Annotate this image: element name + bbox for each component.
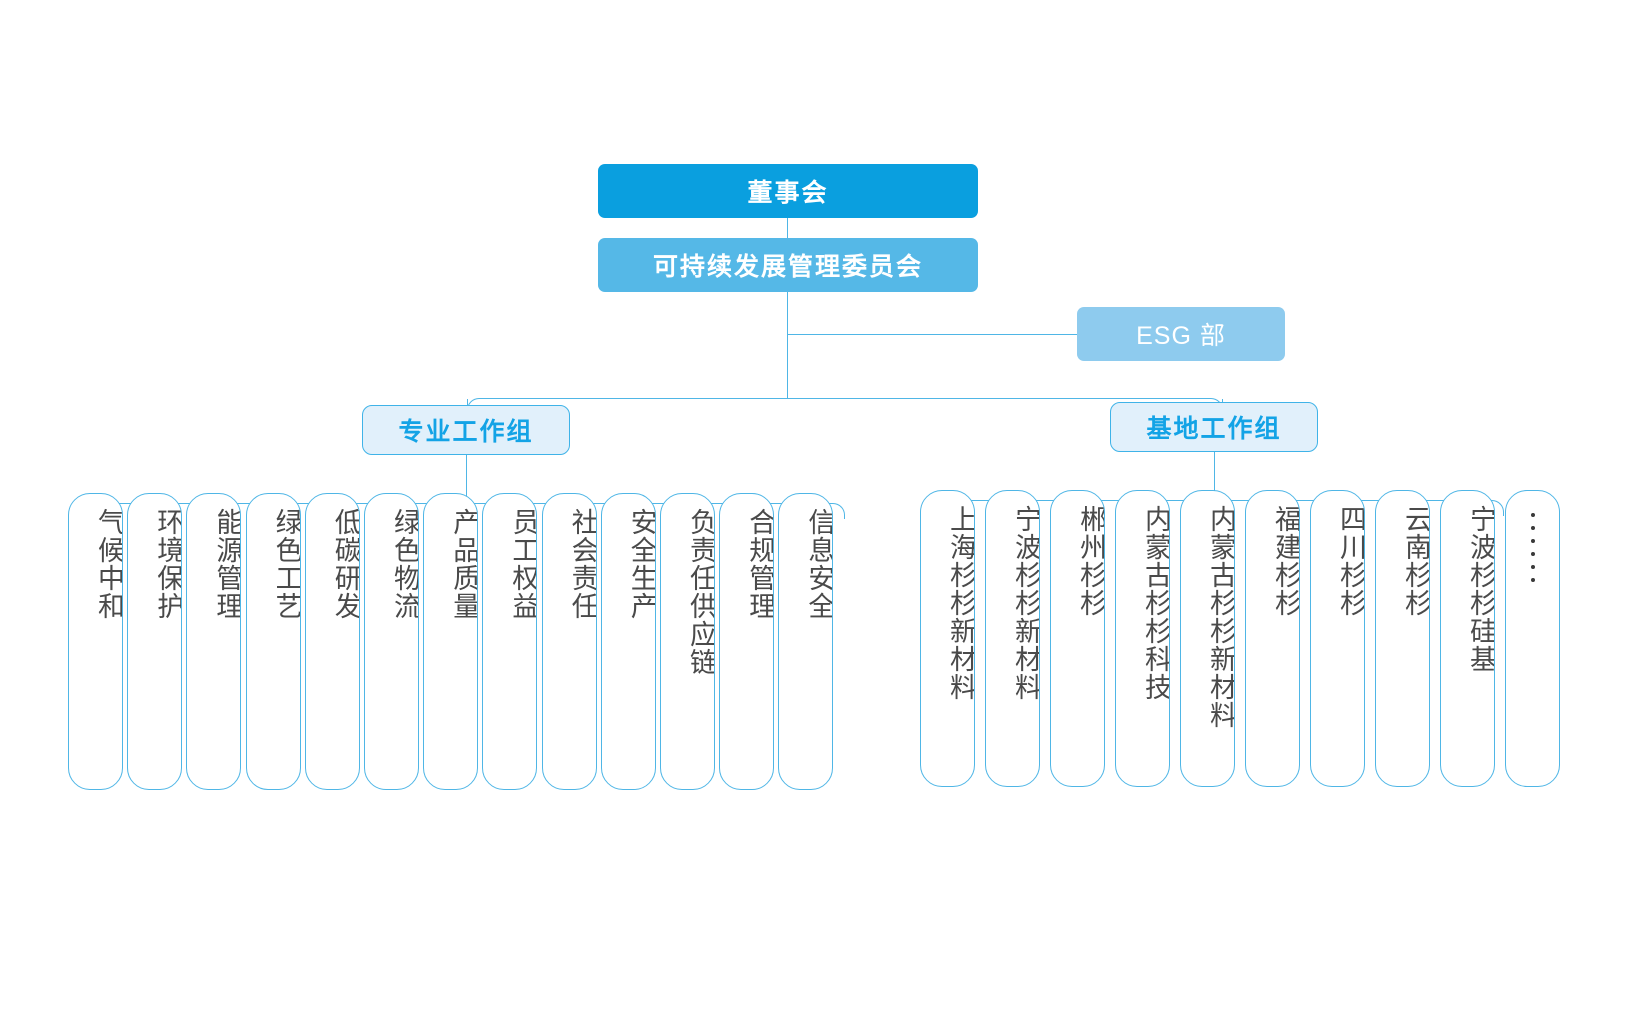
leaf-node-label: 郴州杉杉 <box>1076 505 1105 617</box>
leaf-node[interactable]: 福建杉杉 <box>1245 490 1300 787</box>
node-board-of-directors[interactable]: 董事会 <box>598 164 978 218</box>
leaf-node-label: 环境保护 <box>153 508 183 620</box>
leaf-node[interactable]: 合规管理 <box>719 493 775 790</box>
leaf-node[interactable]: 安全生产 <box>600 493 656 790</box>
leaf-node-label: 低碳研发 <box>330 508 360 620</box>
leaf-node-label: 上海杉杉新材料 <box>946 505 975 701</box>
connector-committee-trunk <box>787 292 788 399</box>
leaf-node-label: 内蒙古杉杉科技 <box>1141 505 1170 701</box>
leaf-node-label: 四川杉杉 <box>1336 505 1365 617</box>
node-professional-working-group[interactable]: 专业工作组 <box>362 405 570 455</box>
leaf-node[interactable]: 绿色工艺 <box>245 493 301 790</box>
connector-professional-group-stem <box>466 455 467 503</box>
ellipsis-dot <box>1530 539 1535 543</box>
ellipsis-dot <box>1530 552 1535 556</box>
leaf-node-label: 宁波杉杉硅基 <box>1466 505 1495 673</box>
leaf-node-label: 云南杉杉 <box>1401 505 1430 617</box>
leaf-node[interactable]: 信息安全 <box>778 493 834 790</box>
leaf-node-label: 产品质量 <box>449 508 479 620</box>
leaf-node-label: 负责任供应链 <box>686 508 715 676</box>
leaf-node[interactable]: 低碳研发 <box>304 493 360 790</box>
leaf-node-label: 安全生产 <box>626 508 656 620</box>
connector-base-group-stem <box>1214 452 1215 500</box>
leaf-node[interactable]: 郴州杉杉 <box>1050 490 1105 787</box>
leaf-node-label: 社会责任 <box>567 508 597 620</box>
ellipsis-dot <box>1530 578 1535 582</box>
connector-committee-to-esg <box>787 334 1078 335</box>
leaf-node[interactable]: 气候中和 <box>68 493 123 790</box>
leaf-node-label: 员工权益 <box>508 508 538 620</box>
ellipsis-dot <box>1530 513 1535 517</box>
leaf-node[interactable]: 社会责任 <box>541 493 597 790</box>
leaf-node-label: 信息安全 <box>804 508 834 620</box>
ellipsis-dot <box>1530 565 1535 569</box>
connector-drop-base-group <box>1222 399 1223 403</box>
node-base-working-group[interactable]: 基地工作组 <box>1110 402 1318 452</box>
leaf-node-label: 绿色物流 <box>390 508 419 620</box>
leaf-node[interactable]: 宁波杉杉硅基 <box>1440 490 1495 787</box>
leaf-node[interactable]: 产品质量 <box>423 493 479 790</box>
leaf-node[interactable]: 四川杉杉 <box>1310 490 1365 787</box>
leaf-node[interactable]: 云南杉杉 <box>1375 490 1430 787</box>
leaf-node-ellipsis[interactable] <box>1505 490 1560 787</box>
leaf-node[interactable]: 内蒙古杉杉新材料 <box>1180 490 1235 787</box>
leaf-node[interactable]: 员工权益 <box>482 493 538 790</box>
leaf-node-label: 宁波杉杉新材料 <box>1011 505 1040 701</box>
connector-drop-professional-group <box>467 399 468 406</box>
leaf-node-label: 绿色工艺 <box>271 508 301 620</box>
connector-board-to-committee <box>787 218 788 238</box>
leaf-node[interactable]: 环境保护 <box>127 493 183 790</box>
leaf-node-label: 内蒙古杉杉新材料 <box>1206 505 1235 729</box>
leaf-node[interactable]: 绿色物流 <box>364 493 419 790</box>
leaf-node[interactable]: 宁波杉杉新材料 <box>985 490 1040 787</box>
leaf-node-label <box>1506 513 1559 591</box>
leaf-node[interactable]: 负责任供应链 <box>660 493 715 790</box>
leaf-node[interactable]: 上海杉杉新材料 <box>920 490 975 787</box>
leaf-node[interactable]: 内蒙古杉杉科技 <box>1115 490 1170 787</box>
node-esg-department[interactable]: ESG 部 <box>1077 307 1285 361</box>
leaf-node-label: 合规管理 <box>745 508 775 620</box>
leaf-node-label: 福建杉杉 <box>1271 505 1300 617</box>
node-sustainability-committee[interactable]: 可持续发展管理委员会 <box>598 238 978 292</box>
leaf-node-label: 气候中和 <box>94 508 123 620</box>
leaf-node[interactable]: 能源管理 <box>186 493 242 790</box>
ellipsis-dot <box>1530 526 1535 530</box>
leaf-node-label: 能源管理 <box>212 508 242 620</box>
